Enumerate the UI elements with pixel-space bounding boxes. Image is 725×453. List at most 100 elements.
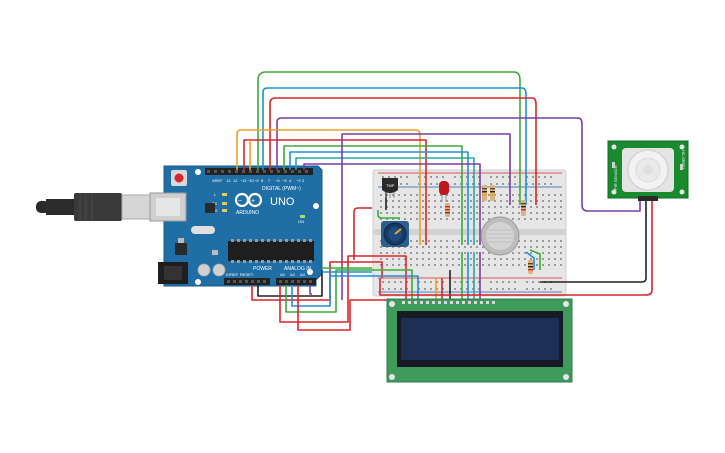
gas-sensor-mesh <box>486 222 514 250</box>
wire-red[interactable] <box>379 200 653 296</box>
pir-sensor[interactable]: PIR SENSOR HC-SR501 <box>607 140 689 201</box>
breadboard-hole <box>382 281 384 283</box>
breadboard-hole <box>536 264 538 266</box>
wire-green[interactable] <box>529 249 541 270</box>
breadboard-hole <box>548 252 550 254</box>
lcd-pin[interactable] <box>486 301 489 304</box>
breadboard-hole <box>458 240 460 242</box>
lcd-pin[interactable] <box>480 301 483 304</box>
breadboard-hole <box>478 183 480 185</box>
breadboard-hole <box>464 252 466 254</box>
wire-blue[interactable] <box>291 275 419 307</box>
lcd-pin[interactable] <box>408 301 411 304</box>
red-led[interactable] <box>439 181 449 202</box>
led-on-indicator <box>300 215 305 218</box>
wire-teal[interactable] <box>295 157 475 245</box>
wire-purple[interactable] <box>341 133 511 300</box>
breadboard-hole <box>380 246 382 248</box>
arduino-uno-board[interactable]: AREF 13 12 ~11 ~10 ~9 8 7 ~6 ~5 4 ~3 2 D… <box>149 165 323 287</box>
breadboard-hole <box>536 246 538 248</box>
lcd-pin[interactable] <box>450 301 453 304</box>
lcd-pin[interactable] <box>474 301 477 304</box>
wire-purple[interactable] <box>309 285 312 295</box>
breadboard-hole <box>518 252 520 254</box>
breadboard-hole <box>388 281 390 283</box>
lcd-pin[interactable] <box>420 301 423 304</box>
wire-red[interactable] <box>353 207 372 213</box>
breadboard-hole <box>482 264 484 266</box>
wire-red[interactable] <box>279 255 407 323</box>
wire-blue[interactable] <box>289 151 469 245</box>
breadboard-hole <box>476 212 478 214</box>
mounting-hole <box>563 301 569 307</box>
breadboard-hole <box>434 264 436 266</box>
wire-purple[interactable] <box>303 163 481 245</box>
lcd-pin[interactable] <box>426 301 429 304</box>
breadboard-hole <box>422 200 424 202</box>
lcd-pin[interactable] <box>456 301 459 304</box>
resistor[interactable] <box>528 260 533 274</box>
resistor[interactable] <box>445 203 450 217</box>
lcd-16x2[interactable] <box>386 298 573 383</box>
wire-red[interactable] <box>269 97 537 205</box>
wire-blue[interactable] <box>525 251 535 270</box>
breadboard-hole <box>392 218 394 220</box>
breadboard-hole <box>422 264 424 266</box>
wire-black[interactable] <box>257 270 323 297</box>
voltage-regulator <box>175 243 187 255</box>
breadboard-hole <box>452 252 454 254</box>
breadboard-hole <box>560 212 562 214</box>
breadboard-hole <box>554 194 556 196</box>
lcd-pin[interactable] <box>462 301 465 304</box>
pin-label: 4 <box>289 178 292 183</box>
lcd-pin[interactable] <box>402 301 405 304</box>
mounting-hole <box>389 374 395 380</box>
breadboard-hole <box>454 288 456 290</box>
tmp-sensor[interactable]: TMP <box>382 178 398 198</box>
wire-purple[interactable] <box>276 117 641 212</box>
wire-blue[interactable] <box>262 87 527 205</box>
lcd-pin[interactable] <box>438 301 441 304</box>
resistor[interactable] <box>482 185 487 201</box>
breadboard-hole <box>464 212 466 214</box>
breadboard-hole <box>530 206 532 208</box>
wire-green[interactable] <box>257 71 521 205</box>
wire-red[interactable] <box>297 285 424 331</box>
breadboard-hole <box>416 264 418 266</box>
wire-green[interactable] <box>283 145 463 245</box>
resistor[interactable] <box>490 185 495 201</box>
breadboard-hole <box>440 252 442 254</box>
lcd-pin[interactable] <box>492 301 495 304</box>
mounting-hole <box>389 301 395 307</box>
breadboard-hole <box>386 206 388 208</box>
breadboard-hole <box>482 200 484 202</box>
breadboard-hole <box>506 194 508 196</box>
wire-red[interactable] <box>243 139 427 245</box>
lcd-pin[interactable] <box>468 301 471 304</box>
breadboard-hole <box>410 264 412 266</box>
usb-cable[interactable] <box>36 193 151 221</box>
breadboard-hole <box>460 183 462 185</box>
breadboard-hole <box>478 281 480 283</box>
breadboard-hole <box>506 200 508 202</box>
wire-orange[interactable] <box>236 129 421 245</box>
lcd-pin[interactable] <box>432 301 435 304</box>
wire-green[interactable] <box>285 269 413 313</box>
wire-green[interactable] <box>377 210 400 219</box>
resistor[interactable] <box>521 200 526 216</box>
atmega-chip <box>228 241 314 261</box>
breadboard-center-channel <box>373 229 566 235</box>
arduino-brand-text: ARDUINO <box>236 210 259 216</box>
breadboard-hole <box>560 194 562 196</box>
reset-button-cap[interactable] <box>174 173 184 183</box>
breadboard-hole <box>446 240 448 242</box>
breadboard-hole <box>514 183 516 185</box>
usb-plug-body <box>74 193 122 221</box>
wire-black[interactable] <box>540 200 647 283</box>
gas-sensor[interactable] <box>480 216 520 256</box>
lcd-pin[interactable] <box>444 301 447 304</box>
pin-label: ~11 <box>240 178 247 183</box>
potentiometer[interactable] <box>381 221 409 247</box>
lcd-pin[interactable] <box>414 301 417 304</box>
